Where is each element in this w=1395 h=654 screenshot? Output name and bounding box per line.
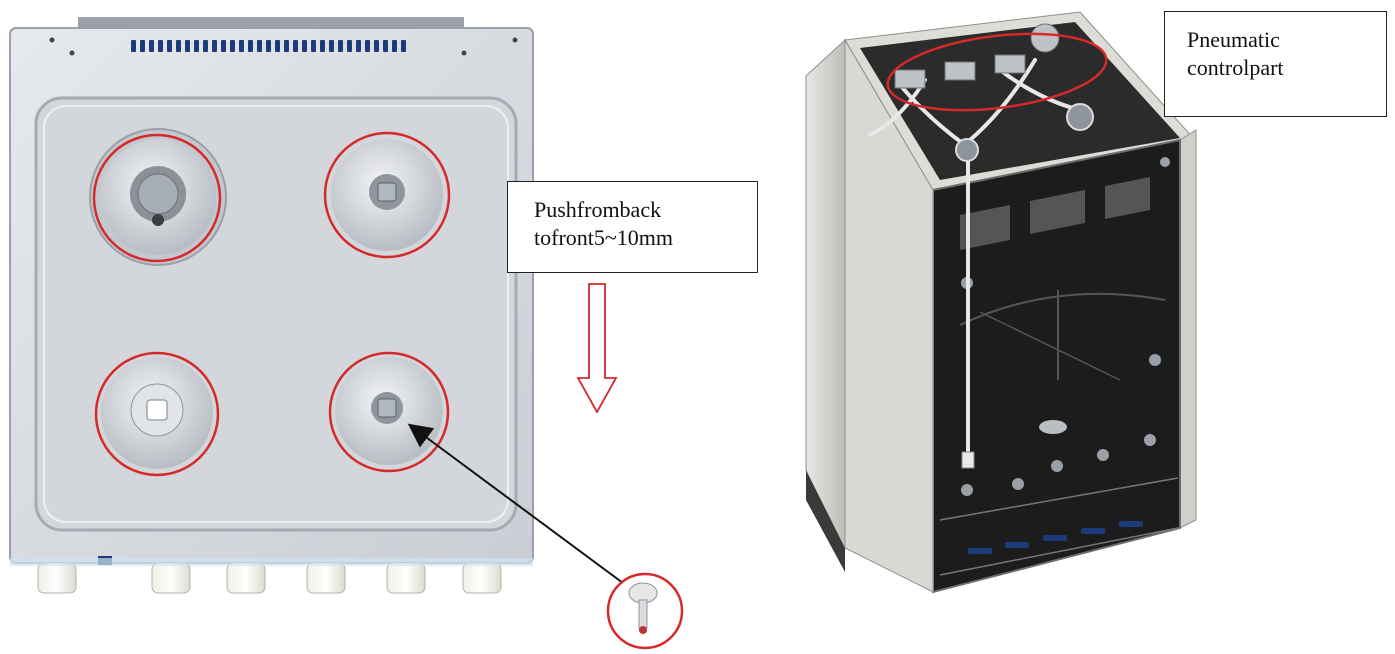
callout-push-line1: Pushfromback: [534, 197, 662, 222]
burner-bottom-right: [328, 351, 450, 473]
highlight-circle: [328, 351, 450, 473]
callout-pneumatic-control: Pneumatic controlpart: [1164, 11, 1387, 117]
cooktop-top-view: [9, 17, 534, 594]
callout-pneumatic-line2: controlpart: [1187, 55, 1284, 80]
burner-top-right: [323, 131, 451, 259]
highlight-circle: [323, 131, 451, 259]
control-knobs: [10, 556, 533, 594]
panel-screw: [461, 50, 467, 56]
callout-pneumatic-line1: Pneumatic: [1187, 27, 1280, 52]
callout-push-line2: tofront5~10mm: [534, 225, 674, 250]
screw-icon: [606, 572, 684, 650]
burner-top-left: [89, 128, 227, 266]
panel-screw: [69, 50, 75, 56]
cooker-side-panel: [805, 38, 846, 550]
highlight-circle: [92, 133, 222, 263]
burner-bottom-left: [94, 351, 220, 477]
pointer-arrow-icon: [407, 423, 628, 587]
highlight-circle: [94, 351, 220, 477]
panel-screw: [512, 37, 518, 43]
cooker-back-view: [805, 11, 1197, 594]
down-arrow-icon: [576, 283, 618, 414]
callout-push-instruction: Pushfromback tofront5~10mm: [507, 181, 758, 273]
vent-slots: [131, 40, 406, 52]
cooktop-back-strip: [78, 17, 464, 27]
panel-screw: [49, 37, 55, 43]
highlight-ellipse: [886, 32, 1108, 112]
